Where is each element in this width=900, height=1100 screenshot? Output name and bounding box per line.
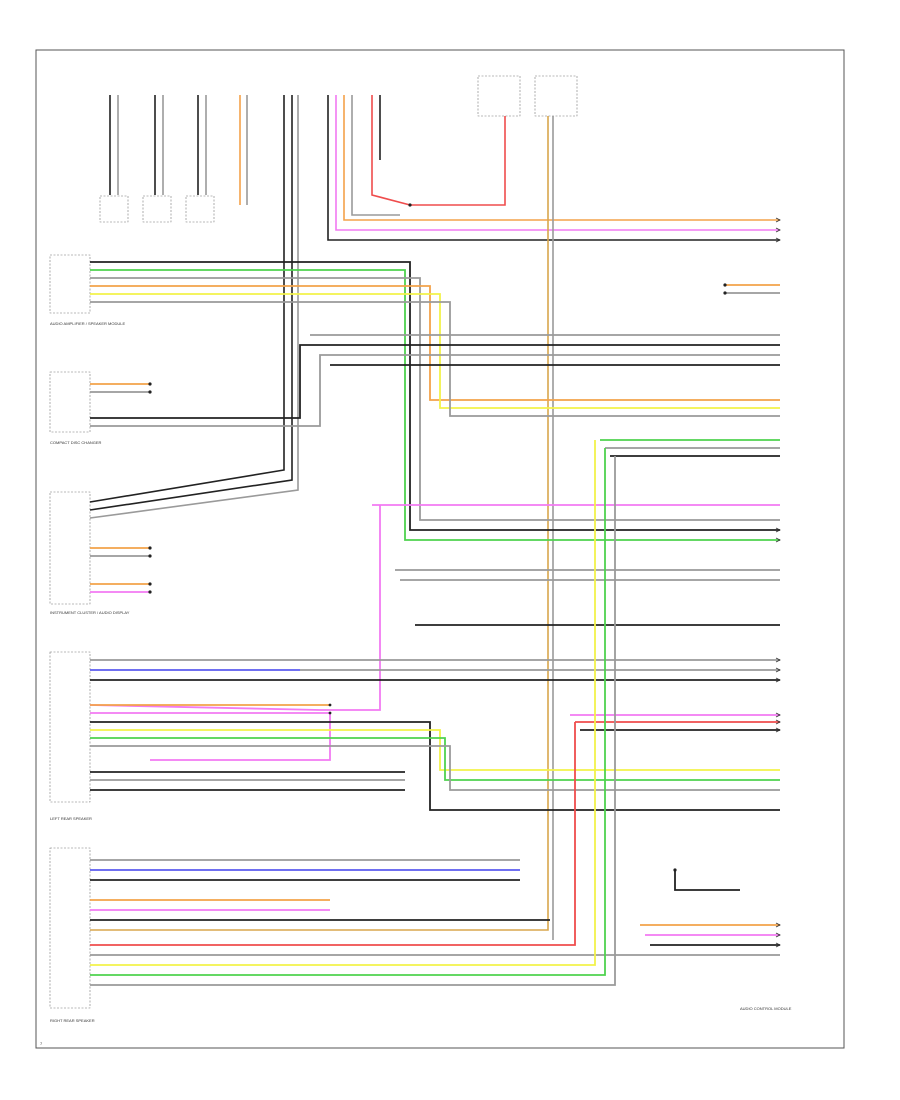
cd-module-label: COMPACT DISC CHANGER [50,440,102,445]
left-top-module-label: AUDIO AMPLIFIER / SPEAKER MODULE [50,321,125,326]
speaker-box-3 [185,195,215,223]
cd-module-box [49,371,91,433]
footer-code: 7 [40,1041,43,1046]
right-rear-speaker-label: RIGHT REAR SPEAKER [50,1018,95,1023]
fuse-box-2 [534,75,578,117]
diagram-frame [35,49,845,1049]
right-bottom-module-label: AUDIO CONTROL MODULE [740,1006,792,1011]
instrument-module-box [49,491,91,605]
left-top-module-box [49,254,91,314]
left-rear-speaker-box [49,651,91,803]
right-rear-speaker-box [49,847,91,1009]
fuse-box-1 [477,75,521,117]
instrument-module-label: INSTRUMENT CLUSTER / AUDIO DISPLAY [50,610,130,615]
speaker-box-2 [142,195,172,223]
left-rear-speaker-label: LEFT REAR SPEAKER [50,816,92,821]
speaker-box-1 [99,195,129,223]
